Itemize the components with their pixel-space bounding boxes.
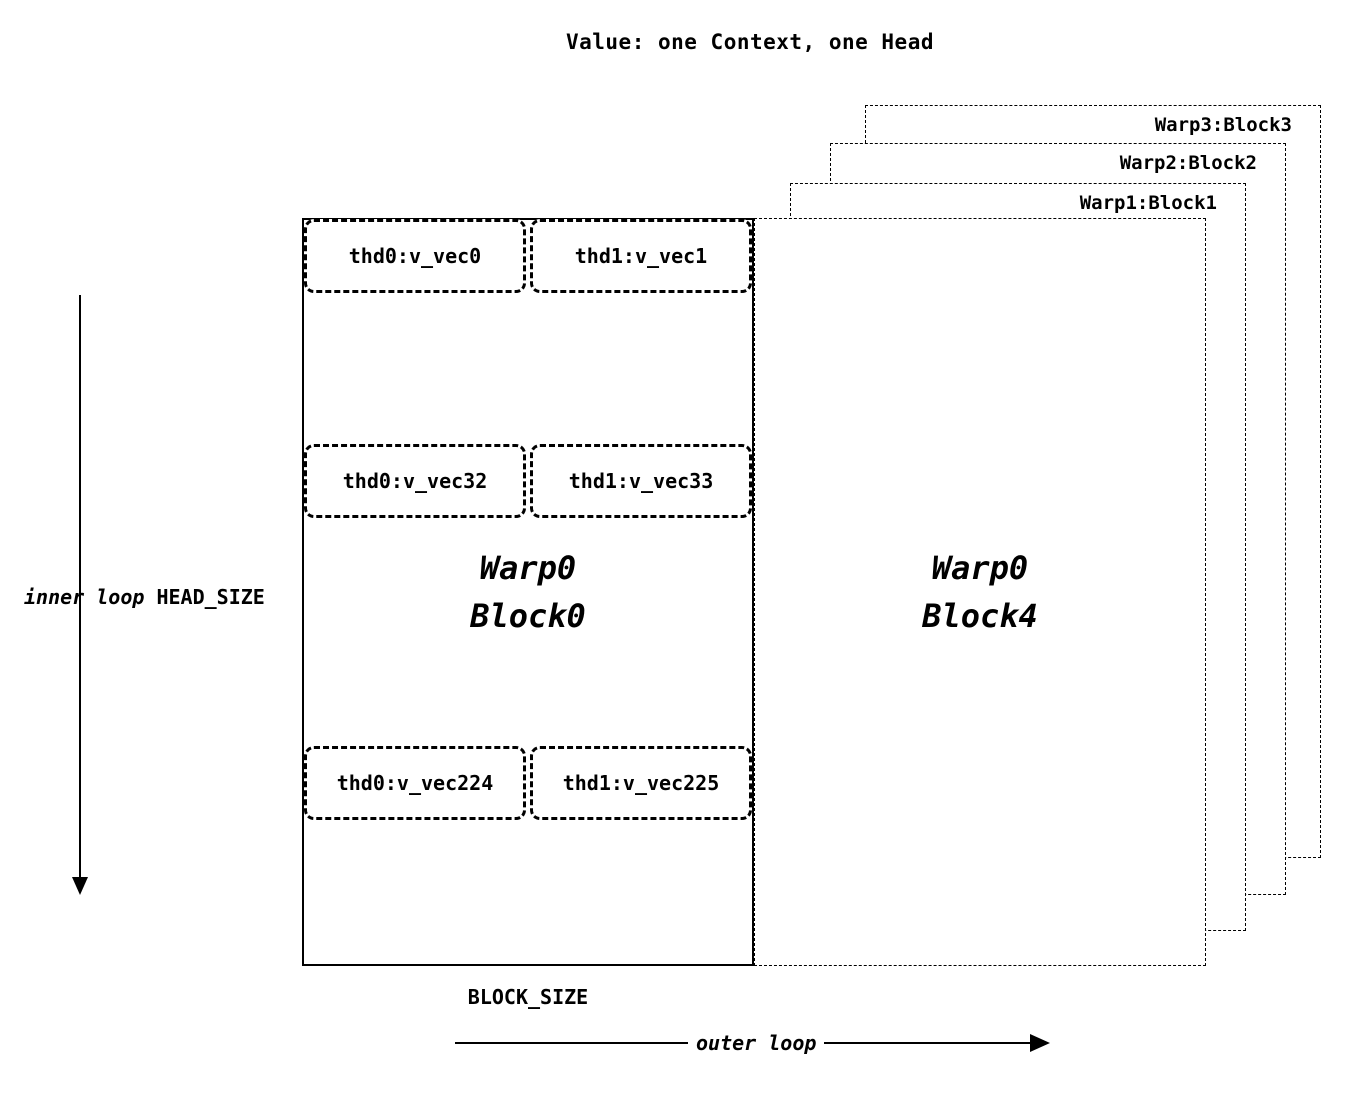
warp0-block4-rect — [754, 218, 1206, 966]
vec-box-thd0-v_vec32: thd0:v_vec32 — [304, 444, 526, 518]
vec-box-label: thd1:v_vec225 — [562, 771, 720, 795]
warp1-block1-label: Warp1:Block1 — [1079, 192, 1217, 214]
inner-loop-arrow-line — [79, 295, 81, 879]
vec-box-label: thd0:v_vec32 — [342, 469, 488, 493]
warp0-block4-line1: Warp0 — [931, 549, 1029, 587]
vec-box-thd1-v_vec1: thd1:v_vec1 — [530, 219, 752, 293]
vec-box-label: thd0:v_vec0 — [348, 244, 482, 268]
warp2-block2-label: Warp2:Block2 — [1119, 152, 1257, 174]
vec-box-thd1-v_vec33: thd1:v_vec33 — [530, 444, 752, 518]
warp0-block4-line2: Block4 — [922, 597, 1038, 635]
diagram-title: Value: one Context, one Head — [565, 30, 934, 54]
warp0-block4-label: Warp0 Block4 — [754, 544, 1206, 640]
inner-loop-head-size-label: inner loop HEAD_SIZE — [24, 585, 265, 609]
block-size-label: BLOCK_SIZE — [467, 985, 589, 1009]
vec-box-thd0-v_vec0: thd0:v_vec0 — [304, 219, 526, 293]
warp0-block0-line2: Block0 — [470, 597, 586, 635]
vec-box-label: thd1:v_vec1 — [574, 244, 708, 268]
outer-loop-arrowhead-icon — [1030, 1034, 1050, 1052]
warp3-block3-label: Warp3:Block3 — [1154, 114, 1292, 136]
inner-loop-arrowhead-icon — [72, 877, 88, 895]
warp0-block0-label: Warp0 Block0 — [302, 544, 754, 640]
vec-box-thd0-v_vec224: thd0:v_vec224 — [304, 746, 526, 820]
vec-box-label: thd0:v_vec224 — [336, 771, 494, 795]
outer-loop-label: outer loop — [688, 1031, 825, 1055]
vec-box-thd1-v_vec225: thd1:v_vec225 — [530, 746, 752, 820]
warp0-block0-rect — [302, 218, 754, 966]
head-size-text: HEAD_SIZE — [156, 585, 265, 609]
vec-box-label: thd1:v_vec33 — [568, 469, 714, 493]
warp0-block0-line1: Warp0 — [479, 549, 577, 587]
inner-loop-text: inner loop — [24, 585, 145, 609]
